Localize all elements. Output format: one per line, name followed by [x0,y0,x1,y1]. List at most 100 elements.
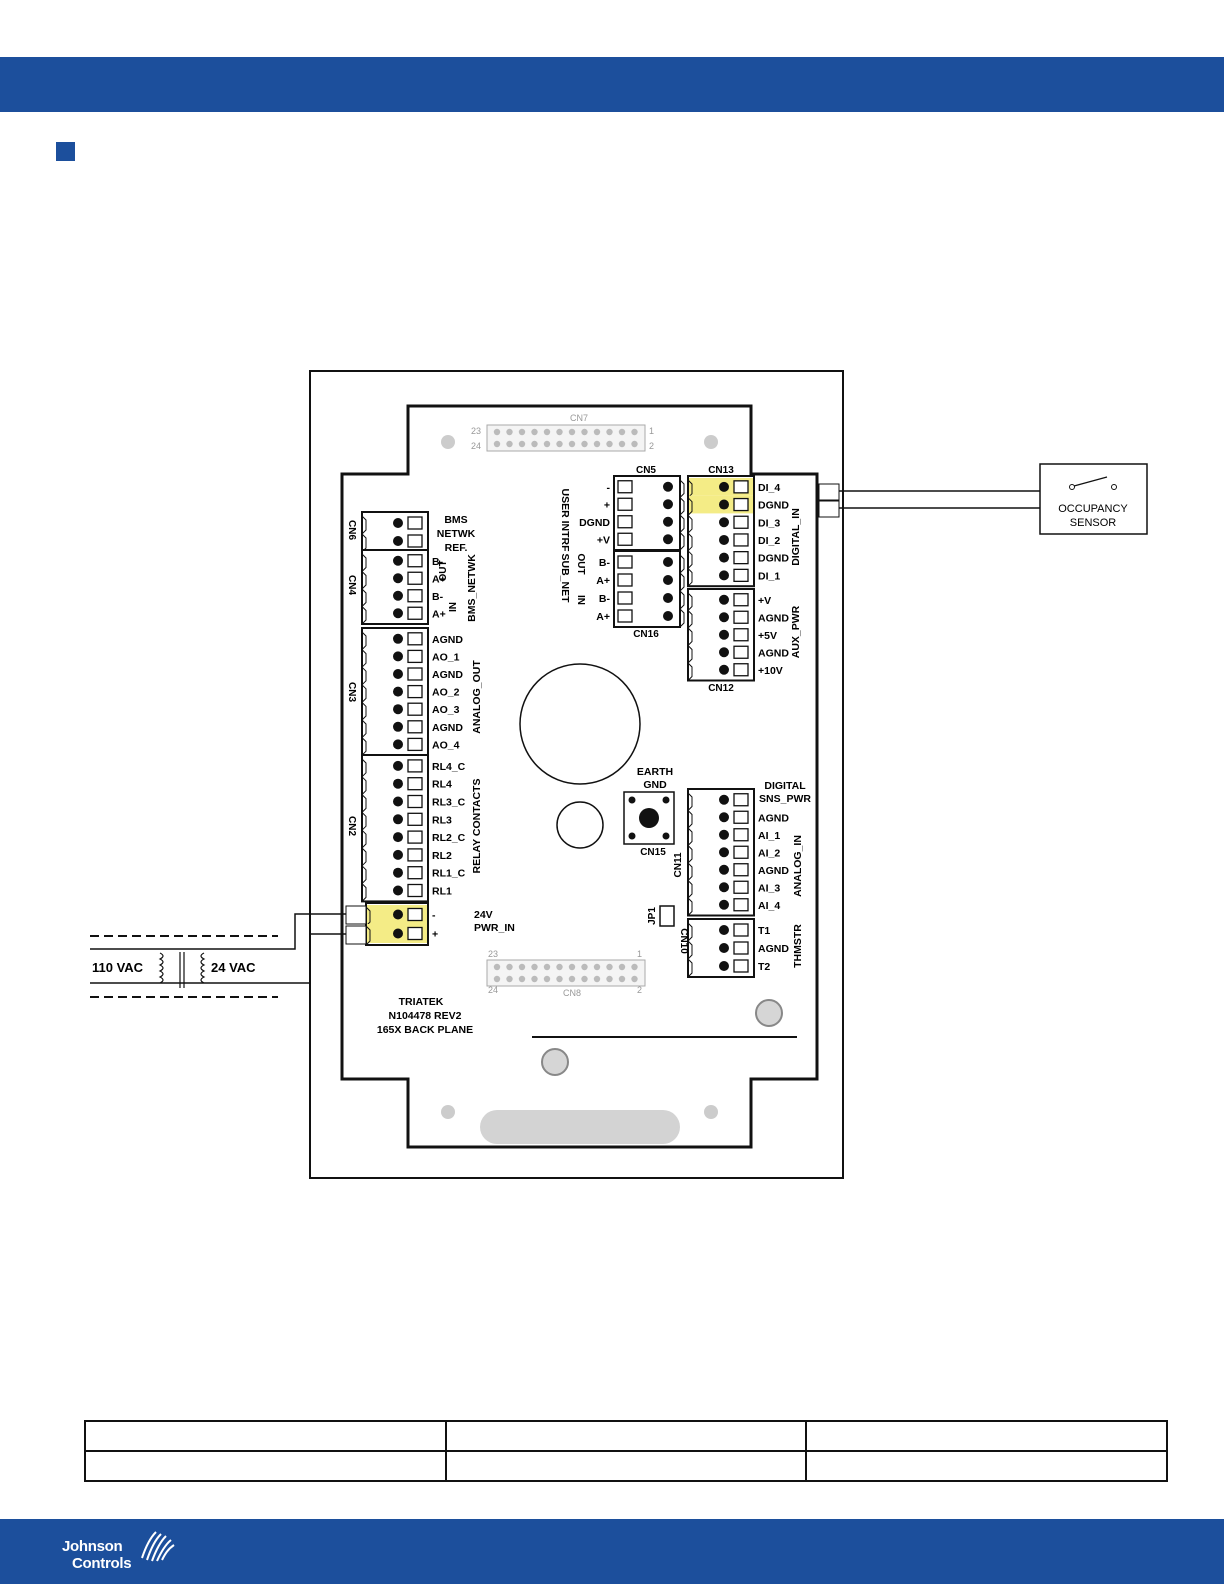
cn6-screw [393,518,403,528]
cn12-wire-entry [733,610,749,624]
screw-icon [755,999,783,1027]
cn5-wire-entry [617,497,633,511]
cn12-screw [719,594,729,605]
cn10-pin-label: T2 [758,961,770,973]
cn12-pin-label: +V [758,595,771,607]
cn5-pin-label: DGND [579,517,610,529]
pwr-screw [393,909,403,920]
cn15-title: EARTH [637,766,673,778]
cn5-screw [663,534,673,545]
cn3-pin-label: AO_4 [432,739,460,751]
cn12-tab [687,662,693,681]
cn11-tab [687,862,693,881]
cn8-pin-label: 23 [488,949,498,959]
cn2-screw [393,760,403,771]
info-table [84,1420,1168,1482]
cn13-screw [719,534,729,545]
pwr-tab [365,925,371,946]
cn5-tab [679,497,685,516]
cn16-label: CN16 [633,629,659,640]
cn11-tab [687,792,693,811]
cn11-screw [719,847,729,858]
cn4-tab [361,571,367,590]
cn2-pin-label: RL1_C [432,868,466,880]
cn13-screw [719,517,729,528]
cn3-wire-entry [407,649,423,664]
cn3-wire-entry [407,667,423,681]
cn3-wire-entry [407,702,423,716]
cn2-wire-entry [407,830,423,844]
mount-hole [704,435,718,449]
cn11-pin-label: AI_4 [758,900,780,912]
cn2-wire-entry [407,866,423,880]
cn2-label: CN2 [346,816,357,836]
cn11-screw [719,794,729,805]
cn7-pin-label: 24 [471,441,481,451]
cn5-pin-label: +V [597,534,610,546]
header-pin [568,963,576,971]
cn16-pin-label: B- [599,593,611,605]
cn8-pins [493,963,638,983]
transformer-coil-icon [158,952,206,988]
table-cell [805,1420,1168,1452]
cn12-tab [687,645,693,664]
mount-hole [441,435,455,449]
cn2-wire-entry [407,759,423,773]
cn16-screw [663,575,673,585]
cn3-wire-entry [407,632,423,646]
cn5-group: USER INTRF [559,489,571,553]
table-cell [84,1450,447,1482]
cn4-pin-label: B- [432,556,444,568]
cn2-tab [361,847,367,867]
cn8-pin-label: 1 [637,949,642,959]
cn12-screw [719,647,729,658]
cn13-wire-entry [733,480,749,494]
cn12-wire-entry [733,628,749,642]
cn2-pin-label: RL2 [432,850,452,862]
cn13-screw [719,552,729,563]
cn6-title: NETWK [437,528,476,540]
board-name: TRIATEK [399,996,444,1008]
cn10-tab [687,940,693,960]
cn2-wire-entry [407,794,423,809]
cn5-wire-entry [617,480,633,494]
cn3-group: ANALOG_OUT [471,660,483,734]
header-pin [556,963,563,971]
cn16-tab [679,572,685,592]
cn3-pin-label: AGND [432,634,463,646]
cn11-screw [719,864,729,875]
cn16-tab [679,608,685,628]
cn11-wire-entry [733,880,749,894]
cn13-wire-entry [733,533,749,547]
header-pin [568,975,576,983]
cn3-screw [393,669,403,679]
cn11-wire-entry [733,898,749,912]
cn8-pin-label: 2 [637,985,642,995]
cn6-title: BMS [444,514,467,526]
cn3-tab [361,631,367,650]
cn3-screw [393,739,403,750]
cn4-group: BMS_NETWK [466,554,478,622]
section-marker [56,142,75,161]
header-pin [593,975,601,983]
cn2-screw [393,849,403,860]
header-pin [606,440,613,448]
mount-hole [441,1105,455,1119]
header-pin [581,440,588,448]
cn11-tab [687,880,693,899]
cn4-wire-entry [407,606,423,620]
pwr-wire-entry [407,926,423,941]
pwr-screw [393,928,403,939]
header-pin [593,963,601,971]
header-pin [518,428,526,436]
cn2-pin-label: RL2_C [432,832,466,844]
cn3-pin-label: AGND [432,669,463,681]
table-cell [84,1420,447,1452]
cn3-screw [393,651,403,662]
cn13-screw [719,570,729,581]
header-pin [606,975,613,983]
header-pin [506,440,513,448]
cn11-pin-label: AI_3 [758,882,780,894]
cn2-tab [361,758,367,778]
cn16-sub-in: IN [575,595,586,605]
